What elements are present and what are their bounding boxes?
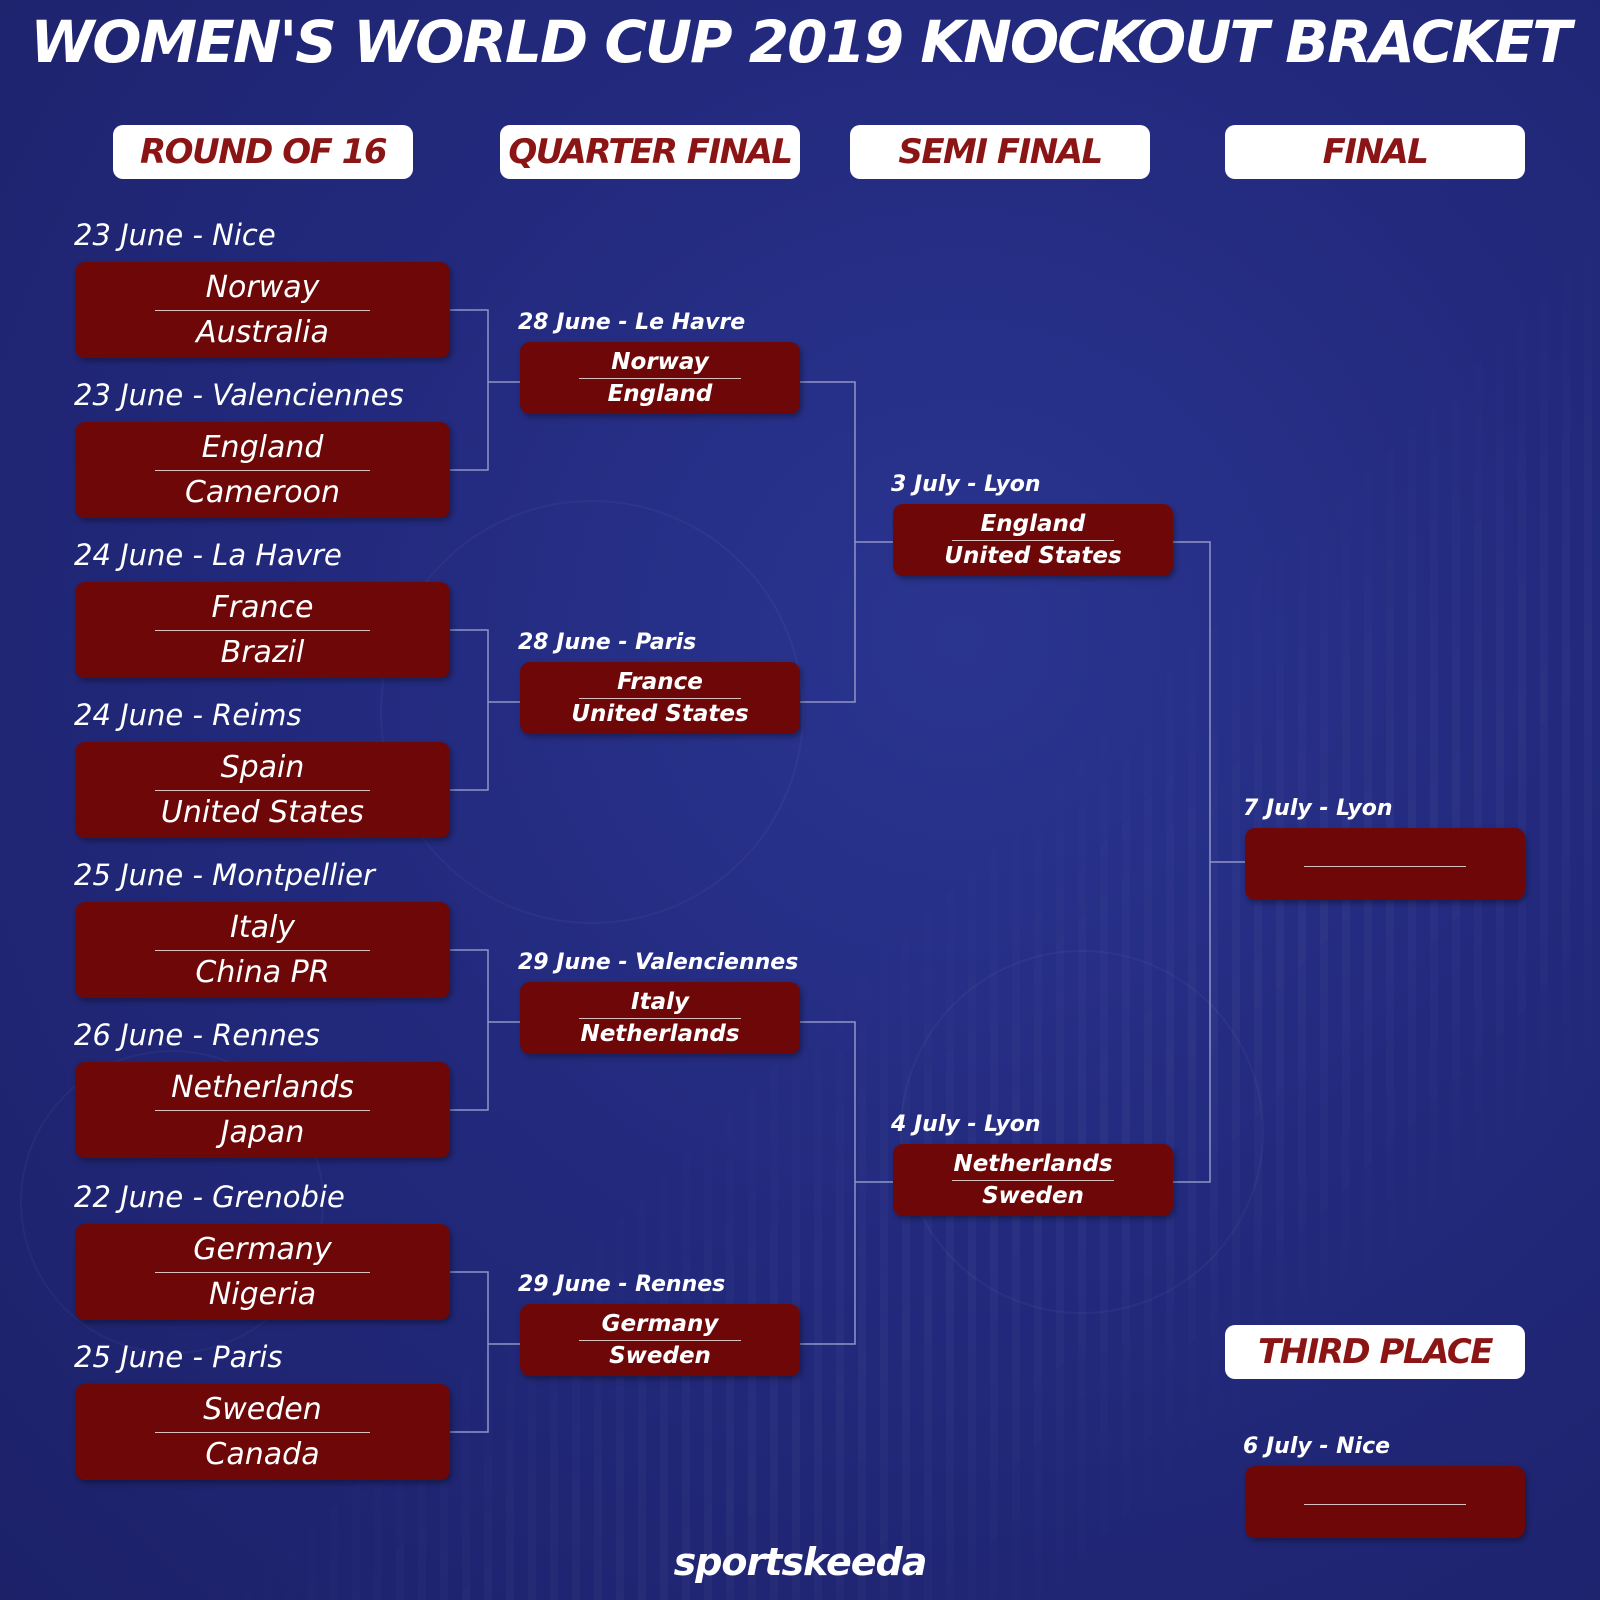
header-third-place: THIRD PLACE <box>1225 1325 1525 1379</box>
header-semi-final: SEMI FINAL <box>850 125 1150 179</box>
match-date: 24 June - Reims <box>74 698 302 732</box>
team-name: United States <box>944 543 1122 570</box>
r16-match-4: Spain United States <box>75 742 450 838</box>
connector-qf-1-2 <box>800 381 856 703</box>
connector-r16-1-2 <box>450 309 489 471</box>
team-name: England <box>607 381 713 408</box>
divider <box>155 629 370 631</box>
team-name: Brazil <box>220 635 305 671</box>
divider <box>155 1271 370 1273</box>
team-name: Sweden <box>203 1391 322 1427</box>
team-name: Italy <box>631 988 689 1015</box>
divider <box>579 377 741 379</box>
divider <box>155 949 370 951</box>
final-match <box>1245 828 1525 900</box>
team-name: England <box>201 429 324 465</box>
divider <box>579 1339 741 1341</box>
divider <box>155 309 370 311</box>
r16-match-1: Norway Australia <box>75 262 450 358</box>
team-name: Italy <box>229 909 296 945</box>
r16-match-2: England Cameroon <box>75 422 450 518</box>
match-date: 28 June - Paris <box>518 630 697 655</box>
r16-match-3: France Brazil <box>75 582 450 678</box>
team-name: United States <box>571 701 749 728</box>
qf-match-2: France United States <box>520 662 800 734</box>
match-date: 22 June - Grenobie <box>74 1180 345 1214</box>
team-name: Spain <box>220 749 305 785</box>
divider <box>155 1109 370 1111</box>
third-place-match <box>1245 1466 1525 1538</box>
team-name: Japan <box>220 1115 305 1151</box>
match-date: 7 July - Lyon <box>1243 796 1393 821</box>
divider <box>1304 1503 1466 1505</box>
divider <box>155 1431 370 1433</box>
team-name: Cameroon <box>184 475 341 511</box>
divider <box>579 1017 741 1019</box>
divider <box>952 539 1114 541</box>
match-date: 25 June - Paris <box>74 1340 283 1374</box>
qf-match-3: Italy Netherlands <box>520 982 800 1054</box>
qf-match-1: Norway England <box>520 342 800 414</box>
team-name: Netherlands <box>953 1150 1113 1177</box>
match-date: 25 June - Montpellier <box>74 858 375 892</box>
team-name: Canada <box>205 1437 320 1473</box>
team-name: China PR <box>195 955 330 991</box>
match-date: 26 June - Rennes <box>74 1018 320 1052</box>
team-name: Nigeria <box>208 1277 317 1313</box>
r16-match-5: Italy China PR <box>75 902 450 998</box>
team-name: France <box>211 589 314 625</box>
sf-match-2: Netherlands Sweden <box>893 1144 1173 1216</box>
page-title: WOMEN'S WORLD CUP 2019 KNOCKOUT BRACKET <box>30 8 1572 76</box>
team-name: Netherlands <box>171 1069 354 1105</box>
header-final: FINAL <box>1225 125 1525 179</box>
team-name: Norway <box>205 269 320 305</box>
r16-match-8: Sweden Canada <box>75 1384 450 1480</box>
sf-match-1: England United States <box>893 504 1173 576</box>
team-name: Norway <box>611 348 709 375</box>
match-date: 4 July - Lyon <box>891 1112 1041 1137</box>
team-name: Germany <box>601 1310 719 1337</box>
connector-r16-5-6 <box>450 949 489 1111</box>
divider <box>155 789 370 791</box>
team-name: Germany <box>193 1231 332 1267</box>
connector-qf-3-4 <box>800 1021 856 1345</box>
connector-r16-3-4 <box>450 629 489 791</box>
connector-sf-1-2 <box>1173 541 1211 1183</box>
connector-r16-7-8 <box>450 1271 489 1433</box>
team-name: United States <box>160 795 365 831</box>
team-name: England <box>980 510 1086 537</box>
team-name: Netherlands <box>580 1021 740 1048</box>
divider <box>1304 865 1466 867</box>
match-date: 24 June - La Havre <box>74 538 342 572</box>
header-quarter-final: QUARTER FINAL <box>500 125 800 179</box>
qf-match-4: Germany Sweden <box>520 1304 800 1376</box>
match-date: 29 June - Valenciennes <box>518 950 799 975</box>
divider <box>952 1179 1114 1181</box>
r16-match-7: Germany Nigeria <box>75 1224 450 1320</box>
match-date: 28 June - Le Havre <box>518 310 746 335</box>
team-name: Australia <box>196 315 329 351</box>
match-date: 6 July - Nice <box>1243 1434 1391 1459</box>
sportskeeda-logo: sportskeeda <box>673 1540 928 1584</box>
match-date: 29 June - Rennes <box>518 1272 726 1297</box>
team-name: Sweden <box>609 1343 711 1370</box>
header-round-of-16: ROUND OF 16 <box>113 125 413 179</box>
r16-match-6: Netherlands Japan <box>75 1062 450 1158</box>
divider <box>155 469 370 471</box>
match-date: 23 June - Nice <box>74 218 276 252</box>
divider <box>579 697 741 699</box>
team-name: Sweden <box>982 1183 1084 1210</box>
team-name: France <box>617 668 703 695</box>
match-date: 23 June - Valenciennes <box>74 378 404 412</box>
match-date: 3 July - Lyon <box>891 472 1041 497</box>
